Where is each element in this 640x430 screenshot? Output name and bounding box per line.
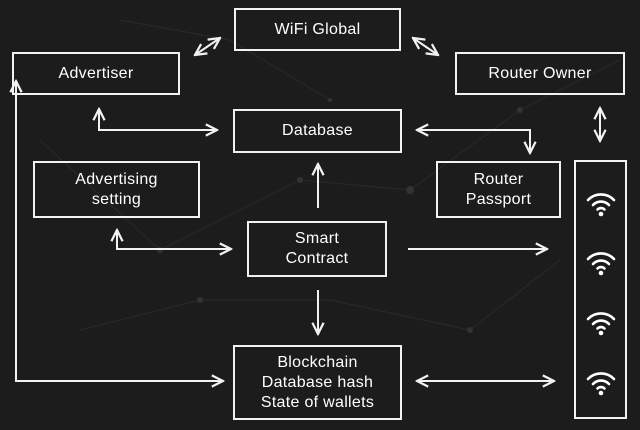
- arrow-advertiser-database: [99, 109, 217, 130]
- database-label: Database: [282, 122, 353, 139]
- advertiser-box: Advertiser: [12, 52, 180, 95]
- router-passport-box: Router Passport: [436, 161, 561, 218]
- arrow-advertiser-wifiglobal: [195, 38, 220, 55]
- smart-contract-box: Smart Contract: [247, 221, 387, 277]
- arrow-blockchain-advertiser: [16, 81, 223, 381]
- arrow-wifiglobal-routerowner: [413, 38, 438, 55]
- wifi-icon: [586, 372, 616, 396]
- wifi-icon: [586, 312, 616, 336]
- routers-panel: [574, 160, 627, 419]
- router-owner-label: Router Owner: [488, 64, 592, 82]
- wifi-global-label: WiFi Global: [274, 20, 361, 38]
- advertiser-label: Advertiser: [58, 64, 134, 82]
- wifi-icon: [586, 193, 616, 217]
- wifi-global-box: WiFi Global: [234, 8, 401, 51]
- advertising-setting-box: Advertising setting: [33, 161, 200, 218]
- router-owner-box: Router Owner: [455, 52, 625, 95]
- arrow-database-routerpassport: [417, 130, 530, 153]
- smart-contract-label: Smart Contract: [285, 230, 349, 267]
- database-box: Database: [233, 109, 402, 153]
- arrow-adsetting-smartcontract: [117, 230, 231, 249]
- router-passport-label: Router Passport: [465, 170, 532, 208]
- blockchain-box: Blockchain Database hash State of wallet…: [233, 345, 402, 420]
- blockchain-label: Blockchain Database hash State of wallet…: [260, 353, 375, 411]
- wifi-icon: [586, 252, 616, 276]
- advertising-setting-label: Advertising setting: [75, 170, 158, 208]
